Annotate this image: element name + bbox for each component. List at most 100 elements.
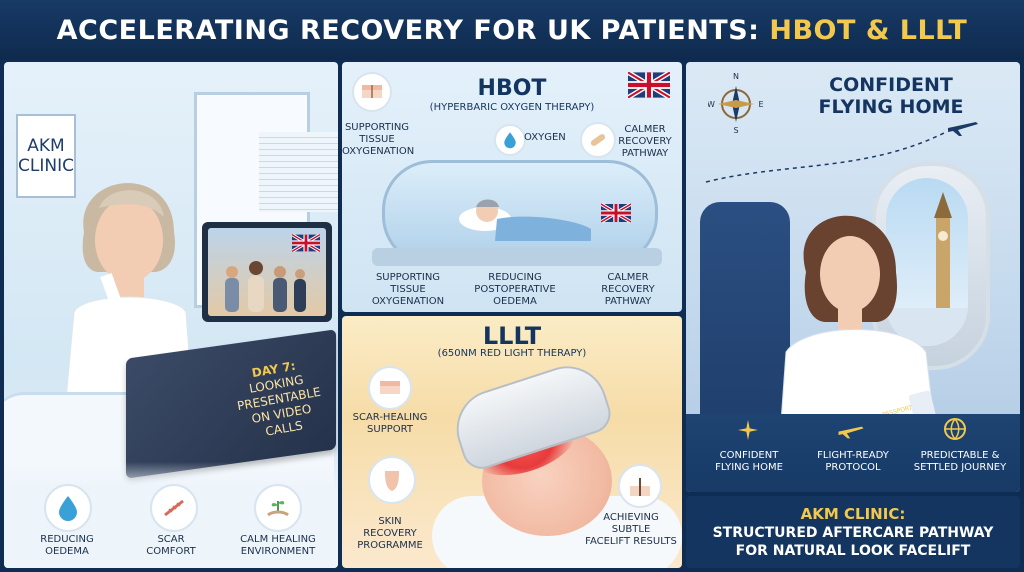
label-line: RECOVERY <box>363 528 417 539</box>
laptop-day7-text: DAY 7: LOOKING PRESENTABLE ON VIDEO CALL… <box>228 355 330 444</box>
label-line: SUPPORT <box>367 424 413 435</box>
hbot-panel: HBOT (HYPERBARIC OXYGEN THERAPY) SUPPORT… <box>342 62 682 312</box>
label-line: OXYGENATION <box>342 146 415 157</box>
label-line: PATHWAY <box>604 296 652 307</box>
bandage-icon <box>580 122 616 158</box>
label-line: RECOVERY <box>601 284 655 295</box>
hbot-top-label-1: SUPPORTING TISSUE OXYGENATION <box>342 122 415 158</box>
label-line: PROTOCOL <box>825 462 881 473</box>
compass-letter-e: E <box>758 100 763 109</box>
label-line: REDUCING <box>488 272 542 283</box>
clinic-sign-line2: CLINIC <box>18 156 74 176</box>
label-line: CONFIDENT <box>719 450 779 461</box>
label-line: FACELIFT RESULTS <box>585 536 677 547</box>
label-line: SKIN <box>378 516 402 527</box>
uk-flag-icon <box>292 234 320 252</box>
label-line: FLIGHT-READY <box>817 450 889 461</box>
banner-title: ACCELERATING RECOVERY FOR UK PATIENTS: H… <box>57 15 968 46</box>
window-blinds <box>259 132 338 212</box>
label-line: SUBTLE <box>611 524 651 535</box>
plant-hand-icon <box>254 484 302 532</box>
label-line: COMFORT <box>146 546 196 557</box>
uk-flag-icon <box>601 203 631 223</box>
globe-icon <box>944 418 966 441</box>
lllt-title: LLLT <box>482 322 542 350</box>
lllt-label-1: SCAR-HEALING SUPPORT <box>342 412 438 436</box>
hbot-bottom-label-3: CALMER RECOVERY PATHWAY <box>578 272 678 308</box>
compass-icon <box>738 420 758 440</box>
scar-icon <box>150 484 198 532</box>
right-label-2: FLIGHT-READY PROTOCOL <box>798 450 908 474</box>
label-line: CALM HEALING <box>240 534 316 545</box>
label-line: TISSUE <box>359 134 395 145</box>
label-line: REDUCING <box>40 534 94 545</box>
footer-line-1: AKM CLINIC: <box>800 504 906 523</box>
flying-home-panel: N S W E CONFIDENT FLYING HOME <box>686 62 1020 492</box>
recovery-room-panel: AKM CLINIC <box>4 62 338 568</box>
label-line: SUPPORTING <box>375 272 441 283</box>
lllt-subtitle: (650NM RED LIGHT THERAPY) <box>437 348 587 359</box>
akm-footer: AKM CLINIC: STRUCTURED AFTERCARE PATHWAY… <box>686 496 1020 568</box>
hbot-title: HBOT <box>477 76 547 101</box>
label-line: FLYING HOME <box>715 462 783 473</box>
hbot-bottom-label-1: SUPPORTING TISSUE OXYGENATION <box>358 272 458 308</box>
compass-letter-s: S <box>733 126 738 134</box>
compass-letter-n: N <box>733 72 739 81</box>
water-drop-icon <box>44 484 92 532</box>
label-line: PROGRAMME <box>357 540 423 551</box>
label-line: SCAR <box>157 534 185 545</box>
compass-letter-w: W <box>708 100 715 109</box>
hbot-subtitle: (HYPERBARIC OXYGEN THERAPY) <box>429 102 595 113</box>
label-line: OEDEMA <box>493 296 537 307</box>
label-line: SCAR-HEALING <box>352 412 428 423</box>
right-label-1: CONFIDENT FLYING HOME <box>694 450 804 474</box>
clinic-sign-line1: AKM <box>27 136 65 156</box>
title-line: CONFIDENT <box>829 74 953 96</box>
hair-follicle-icon <box>618 464 662 508</box>
right-label-3: PREDICTABLE & SETTLED JOURNEY <box>902 450 1018 474</box>
compass-icon: N S W E <box>708 72 764 134</box>
lllt-panel: LLLT (650NM RED LIGHT THERAPY) SCAR-HEAL… <box>342 316 682 568</box>
hbot-bottom-label-2: REDUCING POSTOPERATIVE OEDEMA <box>460 272 570 308</box>
lllt-label-2: SKIN RECOVERY PROGRAMME <box>342 516 438 552</box>
label-line: CALMER <box>624 124 666 135</box>
hbot-top-label-3: CALMER RECOVERY PATHWAY <box>610 124 680 160</box>
video-call-screen <box>208 228 326 316</box>
label-line: SETTLED JOURNEY <box>913 462 1007 473</box>
big-ben-icon <box>886 192 968 346</box>
left-benefits-row: REDUCING OEDEMA SCAR COMFORT CALM HEALIN… <box>4 462 338 568</box>
label-line: ACHIEVING <box>603 512 659 523</box>
video-call-people <box>225 261 306 312</box>
label-line: POSTOPERATIVE <box>474 284 556 295</box>
skin-layer-icon <box>368 366 412 410</box>
patient-in-chamber <box>459 199 591 241</box>
title-line: FLYING HOME <box>818 96 964 118</box>
benefit-label-scar: SCAR COMFORT <box>126 534 216 558</box>
right-benefits-row: CONFIDENT FLYING HOME FLIGHT-READY PROTO… <box>686 414 1020 492</box>
plane-icon <box>838 426 864 439</box>
banner-title-accent: HBOT & LLLT <box>769 14 968 46</box>
label-line: PREDICTABLE & <box>920 450 1000 461</box>
plane-icon <box>948 122 978 136</box>
label-line: TISSUE <box>390 284 426 295</box>
neck-skin-icon <box>368 456 416 504</box>
label-line: RECOVERY <box>618 136 672 147</box>
hbot-top-label-2: OXYGEN <box>524 132 566 143</box>
right-panel-title: CONFIDENT FLYING HOME <box>776 74 1006 118</box>
uk-flag-icon <box>628 72 670 98</box>
footer-line-2: STRUCTURED AFTERCARE PATHWAY <box>712 524 994 541</box>
clinic-sign: AKM CLINIC <box>16 114 76 198</box>
benefit-label-calm: CALM HEALING ENVIRONMENT <box>226 534 330 558</box>
label-line: PATHWAY <box>621 148 669 159</box>
video-call-monitor <box>202 222 332 322</box>
banner-title-main: ACCELERATING RECOVERY FOR UK PATIENTS: <box>56 14 770 46</box>
water-drop-icon <box>494 124 526 156</box>
window-view <box>886 178 968 346</box>
lllt-label-3: ACHIEVING SUBTLE FACELIFT RESULTS <box>580 512 682 548</box>
label-line: CALMER <box>607 272 649 283</box>
skin-layer-icon <box>352 72 392 112</box>
label-line: OEDEMA <box>45 546 89 557</box>
benefit-label-oedema: REDUCING OEDEMA <box>22 534 112 558</box>
chamber-base <box>372 248 662 266</box>
